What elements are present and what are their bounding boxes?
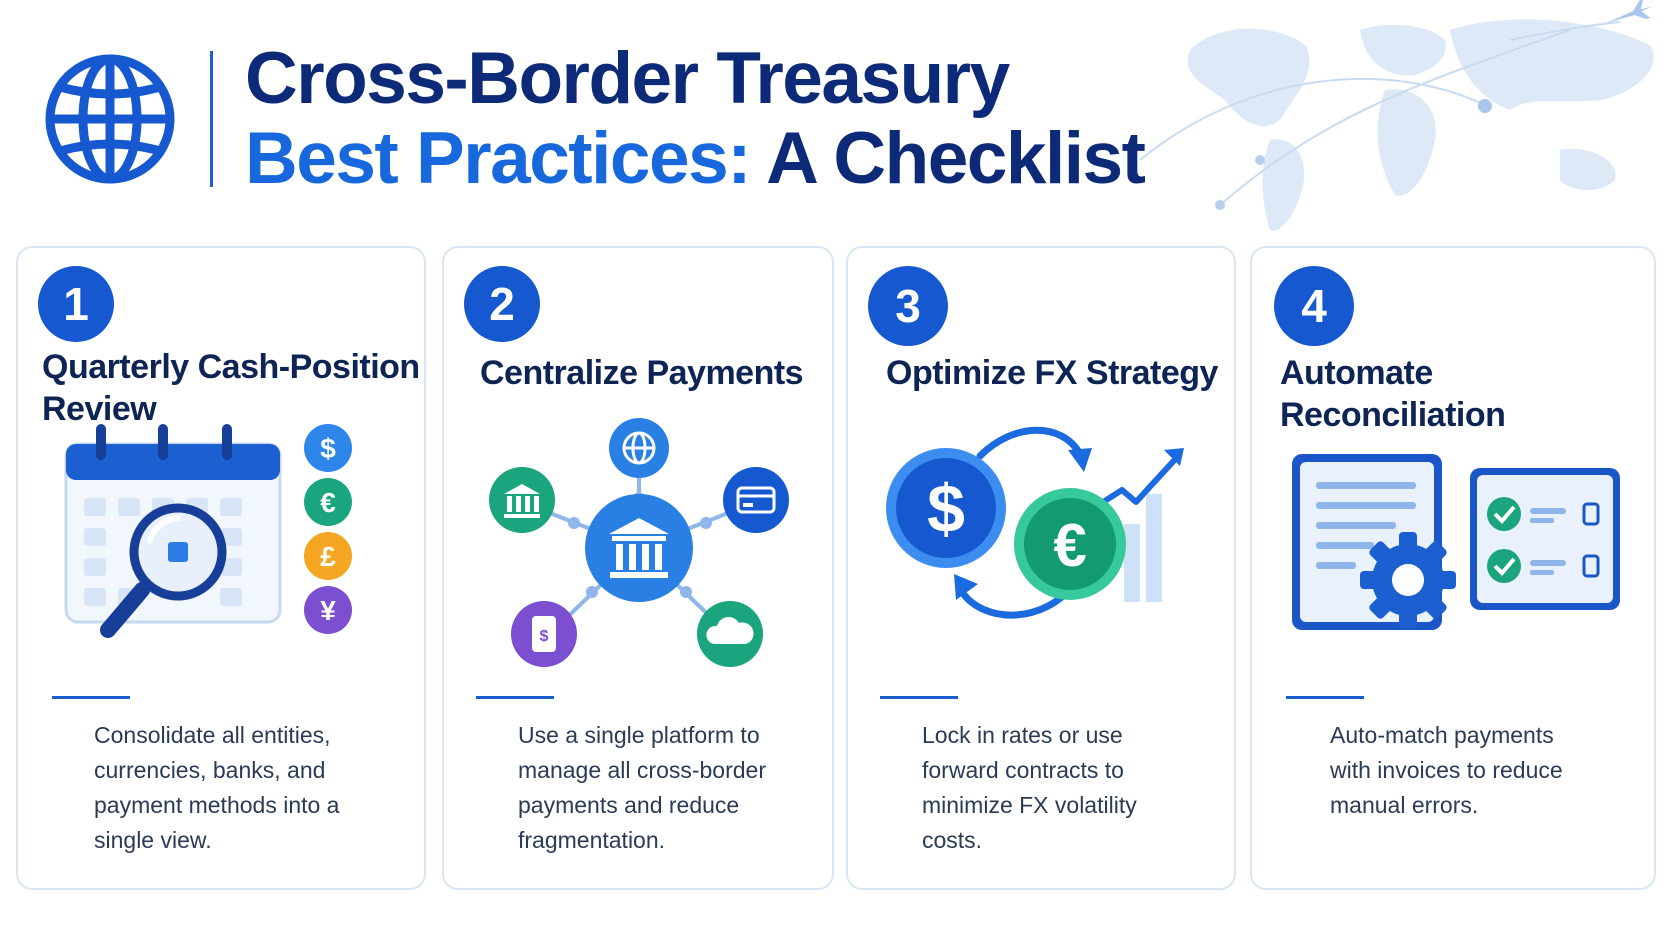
title-rest: A Checklist — [766, 118, 1146, 199]
globe-logo-icon — [45, 54, 175, 184]
fx-strategy-illustration: $ € — [886, 426, 1184, 619]
svg-text:€: € — [1053, 512, 1086, 579]
gear-icon — [1360, 532, 1456, 628]
step-number-badge: 1 — [38, 266, 114, 342]
checklist-icon — [1470, 468, 1620, 610]
euro-coin-icon: € — [1014, 488, 1126, 600]
card-title: Optimize FX Strategy — [886, 354, 1218, 392]
svg-text:£: £ — [320, 541, 336, 572]
mobile-icon: $ — [511, 601, 577, 667]
bank-icon — [489, 467, 555, 533]
svg-text:¥: ¥ — [320, 595, 336, 626]
magnifier-icon — [100, 503, 227, 638]
world-map-background — [1139, 0, 1654, 231]
accent-rule — [1286, 696, 1364, 699]
dollar-coin-icon: $ — [304, 424, 352, 472]
checklist-card-4: 4 Automate Reconciliation — [1250, 246, 1656, 890]
svg-text:$: $ — [320, 433, 336, 464]
globe-icon — [609, 418, 669, 478]
reconciliation-illustration — [1292, 454, 1620, 630]
pound-coin-icon: £ — [304, 532, 352, 580]
step-number-badge: 4 — [1274, 266, 1354, 346]
card-description: Lock in rates or use forward contracts t… — [922, 722, 1137, 853]
checklist-card-1: 1 Quarterly Cash-Position Review — [16, 246, 426, 890]
card-description: Consolidate all entities, currencies, ba… — [94, 722, 340, 853]
card-description: Use a single platform to manage all cros… — [518, 722, 767, 853]
cash-review-illustration: $ € £ ¥ — [64, 424, 352, 638]
dollar-coin-icon: $ — [886, 448, 1006, 568]
card-title: Automate Reconciliation — [1280, 354, 1506, 434]
euro-coin-icon: € — [304, 478, 352, 526]
title-line-1: Cross-Border Treasury — [245, 38, 1010, 119]
accent-rule — [476, 696, 554, 699]
card-description: Auto-match payments with invoices to red… — [1330, 722, 1563, 818]
card-title: Centralize Payments — [480, 354, 804, 392]
yen-coin-icon: ¥ — [304, 586, 352, 634]
page-header: Cross-Border Treasury Best Practices: A … — [40, 39, 1146, 199]
page-title: Cross-Border Treasury Best Practices: A … — [245, 38, 1146, 199]
header-divider — [210, 51, 213, 187]
step-number-badge: 3 — [868, 266, 948, 346]
svg-text:$: $ — [927, 471, 965, 547]
cloud-icon — [697, 601, 763, 667]
airplane-icon — [1605, 0, 1653, 24]
svg-text:$: $ — [540, 628, 549, 645]
svg-text:€: € — [320, 487, 336, 518]
payment-hub-illustration: $ — [489, 418, 789, 667]
trend-up-icon — [1098, 448, 1184, 602]
step-number-badge: 2 — [464, 266, 540, 342]
accent-rule — [880, 696, 958, 699]
checklist-card-3: 3 Optimize FX Strategy $ € Lock in rates… — [846, 246, 1236, 890]
title-accent: Best Practices: — [245, 118, 752, 199]
title-line-2: Best Practices: A Checklist — [245, 118, 1146, 199]
accent-rule — [52, 696, 130, 699]
bank-hub-icon — [585, 494, 693, 602]
checklist-card-2: 2 Centralize Payments — [442, 246, 834, 890]
card-title: Quarterly Cash-Position Review — [42, 348, 420, 428]
card-icon — [723, 467, 789, 533]
